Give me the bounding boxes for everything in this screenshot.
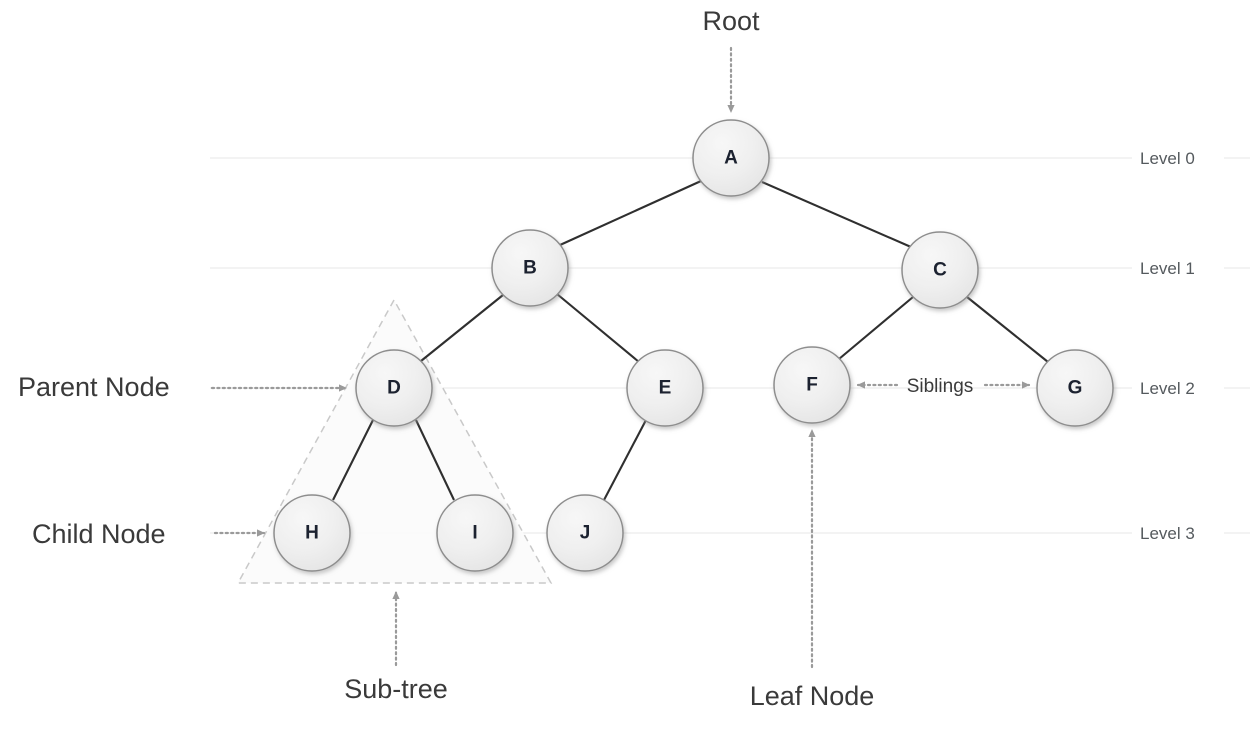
annotation-root-label: Root xyxy=(702,6,760,36)
level-1-label-bg xyxy=(1132,255,1224,281)
tree-edges xyxy=(332,180,1049,501)
tree-node-a[interactable]: A xyxy=(692,119,770,197)
tree-node-b[interactable]: B xyxy=(491,229,569,307)
node-circle-j[interactable] xyxy=(546,494,624,572)
annotation-arrows xyxy=(210,46,1031,669)
edge-d-i xyxy=(415,419,455,501)
node-label-a: A xyxy=(724,148,738,169)
node-label-j: J xyxy=(580,523,591,544)
node-label-b: B xyxy=(523,258,537,279)
annotation-parent-node-label: Parent Node xyxy=(18,372,170,402)
tree-node-e[interactable]: E xyxy=(626,349,704,427)
tree-node-i[interactable]: I xyxy=(436,494,514,572)
annotation-leaf-node-label: Leaf Node xyxy=(750,681,875,711)
node-label-c: C xyxy=(933,260,947,281)
edge-a-c xyxy=(761,181,912,248)
annotation-labels: Root Parent Node Child Node Siblings Sub… xyxy=(18,6,973,711)
node-circle-b[interactable] xyxy=(491,229,569,307)
annotation-child-node-label: Child Node xyxy=(32,519,166,549)
level-2-label-bg xyxy=(1132,375,1224,401)
node-circle-f[interactable] xyxy=(773,346,851,424)
level-label-1: Level 1 xyxy=(1140,259,1195,278)
tree-node-h[interactable]: H xyxy=(273,494,351,572)
node-circle-h[interactable] xyxy=(273,494,351,572)
node-circle-d[interactable] xyxy=(355,349,433,427)
node-label-d: D xyxy=(387,378,401,399)
tree-node-f[interactable]: F xyxy=(773,346,851,424)
tree-node-d[interactable]: D xyxy=(355,349,433,427)
node-label-h: H xyxy=(305,523,319,544)
edge-c-f xyxy=(838,296,914,360)
edge-e-j xyxy=(603,419,647,501)
tree-node-j[interactable]: J xyxy=(546,494,624,572)
edge-c-g xyxy=(966,296,1049,363)
node-circle-a[interactable] xyxy=(692,119,770,197)
level-label-2: Level 2 xyxy=(1140,379,1195,398)
tree-nodes: A B C D E F G xyxy=(273,119,1114,572)
annotation-siblings-label: Siblings xyxy=(907,376,974,397)
level-0-label-bg xyxy=(1132,145,1224,171)
node-circle-g[interactable] xyxy=(1036,349,1114,427)
node-circle-c[interactable] xyxy=(901,231,979,309)
node-circle-i[interactable] xyxy=(436,494,514,572)
node-label-g: G xyxy=(1068,378,1083,399)
node-label-e: E xyxy=(659,378,672,399)
edge-a-b xyxy=(559,180,702,246)
annotation-sub-tree-label: Sub-tree xyxy=(344,674,448,704)
edge-d-h xyxy=(332,419,374,501)
level-3-label-bg xyxy=(1132,520,1224,546)
edge-b-e xyxy=(556,293,640,363)
level-label-0: Level 0 xyxy=(1140,149,1195,168)
tree-node-g[interactable]: G xyxy=(1036,349,1114,427)
tree-node-c[interactable]: C xyxy=(901,231,979,309)
node-label-f: F xyxy=(806,375,818,396)
node-label-i: I xyxy=(472,523,477,544)
level-labels: Level 0 Level 1 Level 2 Level 3 xyxy=(1132,145,1224,546)
level-label-3: Level 3 xyxy=(1140,524,1195,543)
edge-b-d xyxy=(420,294,504,362)
node-circle-e[interactable] xyxy=(626,349,704,427)
